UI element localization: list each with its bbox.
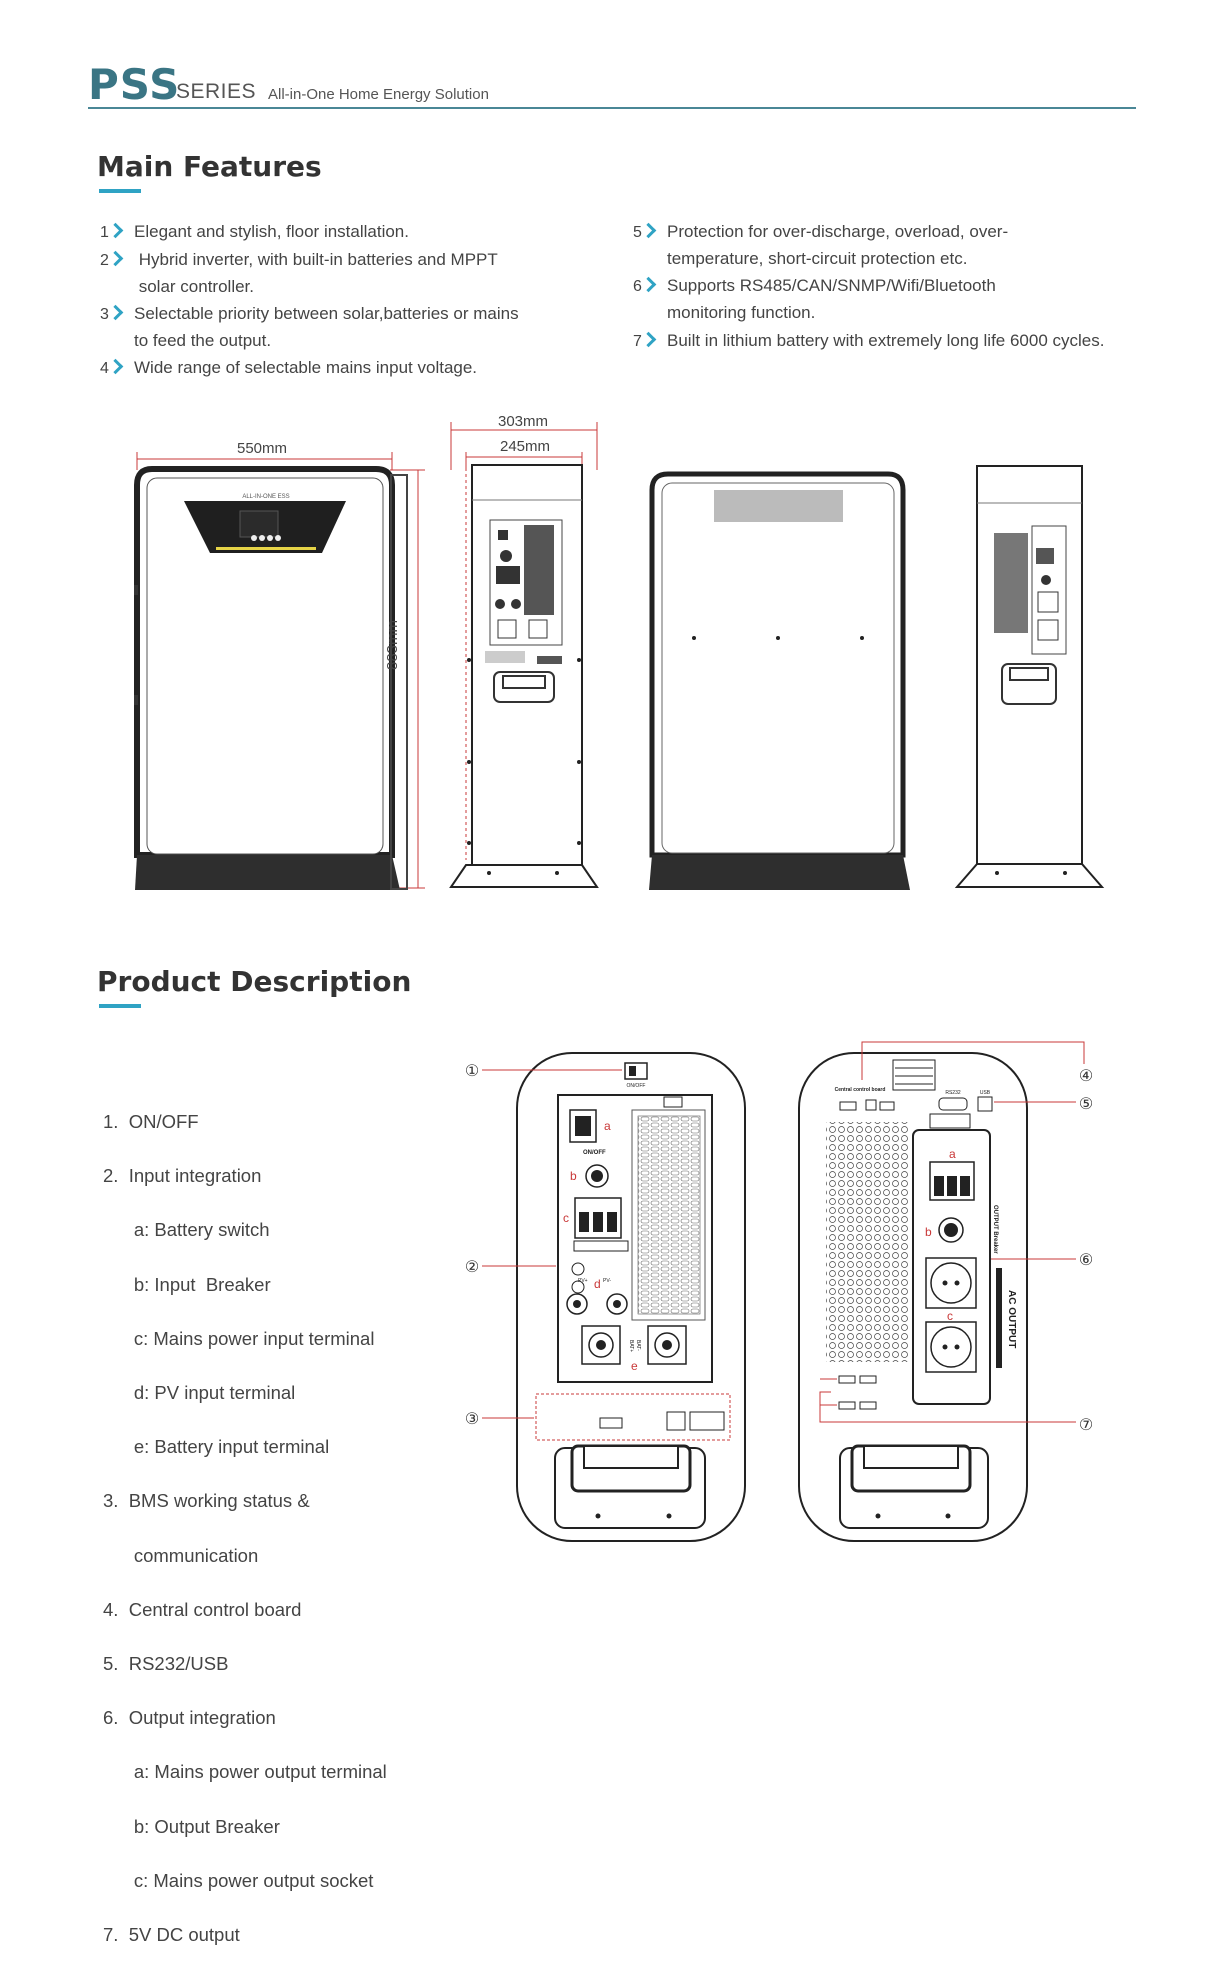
side-view-right [954, 465, 1105, 888]
callout-7: ⑦ [1079, 1417, 1093, 1434]
feature-text: monitoring function. [667, 303, 816, 322]
ac-output-label: AC OUTPUT [1006, 1290, 1017, 1348]
pv-minus-label: PV- [603, 1278, 611, 1284]
callout-2: ② [465, 1259, 479, 1276]
feature-text: Elegant and stylish, floor installation. [134, 222, 409, 241]
chevron-right-icon [107, 304, 124, 321]
feature-number: 3 [100, 306, 109, 323]
central-board-label: Central control board [835, 1087, 886, 1093]
feature-number: 4 [100, 360, 109, 377]
callout-6: ⑥ [1079, 1252, 1093, 1269]
feature-number: 6 [633, 278, 642, 295]
feature-text: Built in lithium battery with extremely … [667, 331, 1105, 350]
chevron-right-icon [640, 276, 657, 293]
label-e: e [631, 1359, 638, 1373]
feature-number: 5 [633, 224, 642, 241]
dimension-depth-inner: 245mm [500, 438, 551, 455]
feature-number: 2 [100, 252, 109, 269]
list-item: e: Battery input terminal [103, 1436, 330, 1458]
callout-5: ⑤ [1079, 1096, 1093, 1113]
feature-item-6: 6 Supports RS485/CAN/SNMP/Wifi/Bluetooth… [633, 272, 1153, 326]
chevron-right-icon [640, 331, 657, 348]
feature-number: 1 [100, 224, 109, 241]
list-item: 6. Output integration [103, 1707, 276, 1729]
feature-text: Supports RS485/CAN/SNMP/Wifi/Bluetooth [667, 276, 996, 295]
list-item: 7. 5V DC output [103, 1923, 240, 1945]
callout-markers: ① ② ③ ④ ⑤ ⑥ ⑦ [465, 1063, 1093, 1434]
feature-text: Hybrid inverter, with built-in batteries… [134, 250, 498, 269]
pv-plus-label: PV+ [578, 1278, 588, 1284]
list-item: c: Mains power input terminal [103, 1327, 375, 1349]
output-side-panel: Central control board RS232 USB a b c OU… [798, 1052, 1028, 1542]
bat-plus-label: BAT+ [628, 1340, 634, 1352]
label-c-out: c [947, 1309, 953, 1323]
bat-minus-label: BAT- [635, 1340, 641, 1351]
list-item: d: PV input terminal [103, 1382, 296, 1404]
label-d: d [594, 1277, 601, 1291]
feature-text: solar controller. [134, 277, 254, 296]
brand-logo: PSS [88, 60, 181, 109]
feature-number: 7 [633, 333, 642, 350]
callout-4: ④ [1079, 1068, 1093, 1085]
feature-item-2: 2 Hybrid inverter, with built-in batteri… [100, 246, 600, 300]
chevron-right-icon [107, 222, 124, 239]
usb-label: USB [980, 1090, 991, 1096]
back-view [649, 471, 910, 890]
label-a: a [604, 1119, 611, 1133]
input-side-panel: ON/OFF a ON/OFF b c PV+ PV- d [516, 1052, 746, 1542]
dimension-height: 883mm [384, 619, 401, 670]
feature-text: to feed the output. [134, 331, 272, 350]
feature-text: Protection for over-discharge, overload,… [667, 222, 1009, 241]
label-b: b [570, 1169, 577, 1183]
list-item: b: Input Breaker [103, 1273, 271, 1295]
main-features-title: Main Features [97, 150, 322, 183]
rs232-label: RS232 [945, 1090, 961, 1096]
dimension-depth-outer: 303mm [498, 413, 549, 430]
front-panel-label: ALL-IN-ONE ESS [242, 494, 289, 500]
list-item: 4. Central control board [103, 1598, 302, 1620]
header-divider [88, 107, 1136, 109]
list-item: 3. BMS working status & [103, 1490, 310, 1512]
label-c: c [563, 1211, 569, 1225]
chevron-right-icon [107, 358, 124, 375]
feature-item-5: 5 Protection for over-discharge, overloa… [633, 218, 1153, 272]
onoff-label: ON/OFF [583, 1150, 606, 1156]
chevron-right-icon [640, 222, 657, 239]
feature-item-7: 7 Built in lithium battery with extremel… [633, 327, 1173, 354]
callout-1: ① [465, 1063, 479, 1080]
vent-grille [637, 1115, 701, 1315]
callout-lines [482, 1041, 1085, 1423]
list-item: a: Battery switch [103, 1219, 270, 1241]
feature-item-4: 4 Wide range of selectable mains input v… [100, 354, 600, 381]
series-label: SERIES [176, 80, 257, 103]
callout-3: ③ [465, 1411, 479, 1428]
side-view [449, 464, 599, 888]
product-dimension-drawings: ALL-IN-ONE ESS [134, 422, 1105, 890]
feature-text: Selectable priority between solar,batter… [134, 304, 519, 323]
vent-holes [826, 1122, 910, 1362]
list-item: a: Mains power output terminal [103, 1761, 387, 1783]
dimension-width: 550mm [237, 440, 288, 457]
list-item: b: Output Breaker [103, 1815, 280, 1837]
feature-text: Wide range of selectable mains input vol… [134, 358, 478, 377]
label-a-out: a [949, 1147, 956, 1161]
output-breaker-label: OUTPUT Breaker [992, 1205, 998, 1254]
list-item: 1. ON/OFF [103, 1111, 199, 1133]
port-detail-diagrams: ON/OFF a ON/OFF b c PV+ PV- d [465, 1041, 1093, 1542]
feature-item-1: 1 Elegant and stylish, floor installatio… [100, 218, 600, 245]
front-view: ALL-IN-ONE ESS [134, 466, 408, 890]
list-item: 2. Input integration [103, 1165, 262, 1187]
label-b-out: b [925, 1225, 932, 1239]
feature-text: temperature, short-circuit protection et… [667, 249, 968, 268]
chevron-right-icon [107, 250, 124, 267]
feature-item-3: 3 Selectable priority between solar,batt… [100, 300, 600, 354]
title-underbar [99, 1004, 141, 1008]
title-underbar [99, 189, 141, 193]
list-item: c: Mains power output socket [103, 1869, 374, 1891]
onoff-small-label: ON/OFF [627, 1083, 646, 1089]
product-description-title: Product Description [97, 965, 412, 998]
list-item: 5. RS232/USB [103, 1652, 229, 1674]
tagline: All-in-One Home Energy Solution [268, 86, 489, 103]
